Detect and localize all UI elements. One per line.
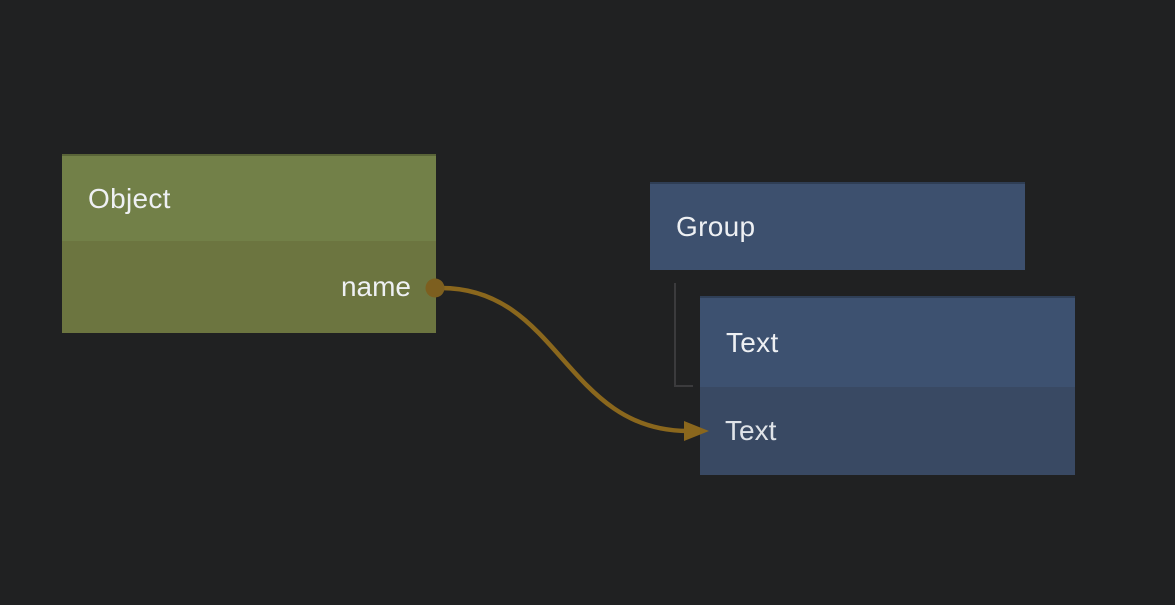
- node-group-header[interactable]: Group: [650, 182, 1025, 270]
- node-object-header[interactable]: Object: [62, 154, 436, 241]
- node-text-title: Text: [726, 326, 779, 358]
- node-text[interactable]: Text Text: [700, 296, 1075, 475]
- node-object-body: name: [62, 241, 436, 333]
- tree-connector-line: [674, 283, 693, 387]
- node-text-body[interactable]: Text: [700, 387, 1075, 475]
- node-group-title: Group: [676, 211, 756, 242]
- output-port-name-label: name: [340, 271, 411, 302]
- node-object-title: Object: [88, 182, 171, 214]
- node-group[interactable]: Group: [650, 182, 1025, 270]
- node-text-header[interactable]: Text: [700, 296, 1075, 387]
- node-object[interactable]: Object name: [62, 154, 436, 333]
- text-row-label: Text: [725, 415, 777, 446]
- connection-wire[interactable]: [438, 285, 691, 434]
